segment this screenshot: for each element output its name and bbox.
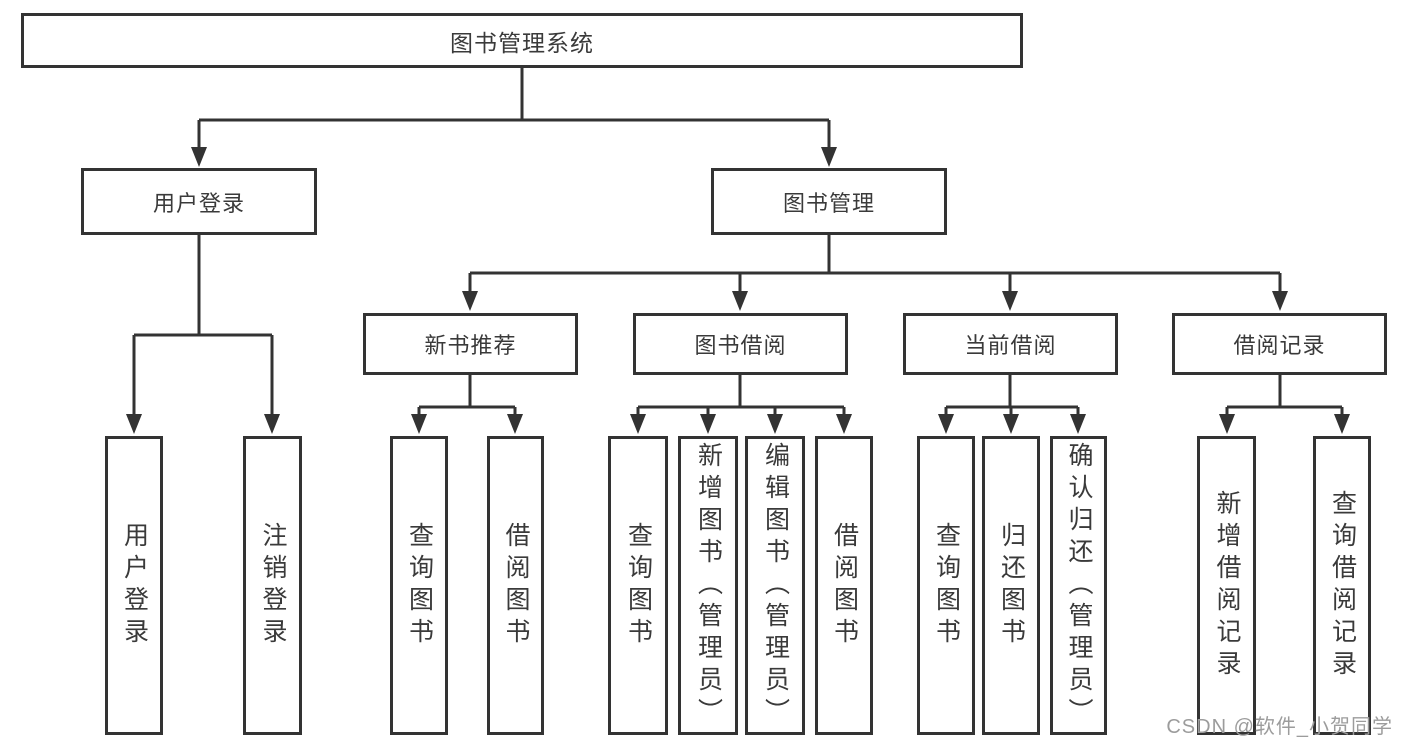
arrowhead-icon [630,414,646,434]
node-current-borrow-label: 当前借阅 [964,333,1057,358]
node-borrow-books-action: 借阅图书 [815,436,873,735]
node-user-login: 用户登录 [81,168,317,235]
node-confirm-return-admin: 确认归还（管理员） [1050,436,1107,735]
node-query-books-recommend-label: 查询图书 [405,521,434,650]
node-book-management-label: 图书管理 [782,190,875,216]
node-user-login-action-label: 用户登录 [120,521,149,650]
arrowhead-icon [507,414,523,434]
arrowhead-icon [411,414,427,434]
arrowhead-icon [732,291,748,311]
node-book-borrow-label: 图书借阅 [694,333,787,358]
arrowhead-icon [264,414,280,434]
arrowhead-icon [1219,414,1235,434]
arrowhead-icon [700,414,716,434]
arrowhead-icon [1070,414,1086,434]
arrowhead-icon [767,414,783,434]
arrowhead-icon [462,291,478,311]
node-query-borrow-record: 查询借阅记录 [1313,436,1371,735]
node-root: 图书管理系统 [21,13,1023,68]
node-confirm-return-admin-label: 确认归还（管理员） [1065,441,1093,730]
node-add-book-admin: 新增图书（管理员） [678,436,738,735]
node-query-borrow-record-label: 查询借阅记录 [1328,489,1357,682]
node-user-login-action: 用户登录 [105,436,163,735]
node-logout-action-label: 注销登录 [259,521,287,650]
arrowhead-icon [126,414,142,434]
arrowhead-icon [1003,414,1019,434]
node-book-management: 图书管理 [711,168,947,235]
arrowhead-icon [1002,291,1018,311]
connector-lines [132,65,1344,417]
node-add-borrow-record-label: 新增借阅记录 [1213,489,1241,682]
node-add-borrow-record: 新增借阅记录 [1197,436,1256,735]
arrowhead-icon [821,147,837,167]
node-logout-action: 注销登录 [243,436,302,735]
node-add-book-admin-label: 新增图书（管理员） [694,441,723,730]
arrowhead-icon [1334,414,1350,434]
node-edit-book-admin-label: 编辑图书（管理员） [761,441,790,730]
connector-arrowheads [126,147,1350,434]
node-root-label: 图书管理系统 [450,29,594,56]
node-query-books-borrow: 查询图书 [608,436,668,735]
node-book-borrow: 图书借阅 [633,313,848,375]
node-current-borrow: 当前借阅 [903,313,1118,375]
node-query-books-borrow-label: 查询图书 [624,521,653,650]
node-borrow-records-label: 借阅记录 [1233,333,1326,358]
node-borrow-records: 借阅记录 [1172,313,1387,375]
node-return-book-label: 归还图书 [997,521,1026,650]
node-query-books-current-label: 查询图书 [932,521,961,650]
node-borrow-books-action-label: 借阅图书 [830,521,859,650]
arrowhead-icon [191,147,207,167]
node-borrow-books-recommend-label: 借阅图书 [502,521,530,650]
node-return-book: 归还图书 [982,436,1040,735]
node-borrow-books-recommend: 借阅图书 [487,436,544,735]
arrowhead-icon [836,414,852,434]
node-edit-book-admin: 编辑图书（管理员） [745,436,805,735]
arrowhead-icon [938,414,954,434]
node-new-book-recommend-label: 新书推荐 [424,333,517,358]
csdn-watermark: CSDN @软件_小贺同学 [1166,716,1393,738]
arrowhead-icon [1272,291,1288,311]
node-new-book-recommend: 新书推荐 [363,313,578,375]
node-user-login-label: 用户登录 [152,190,245,216]
node-query-books-current: 查询图书 [917,436,975,735]
node-query-books-recommend: 查询图书 [390,436,448,735]
